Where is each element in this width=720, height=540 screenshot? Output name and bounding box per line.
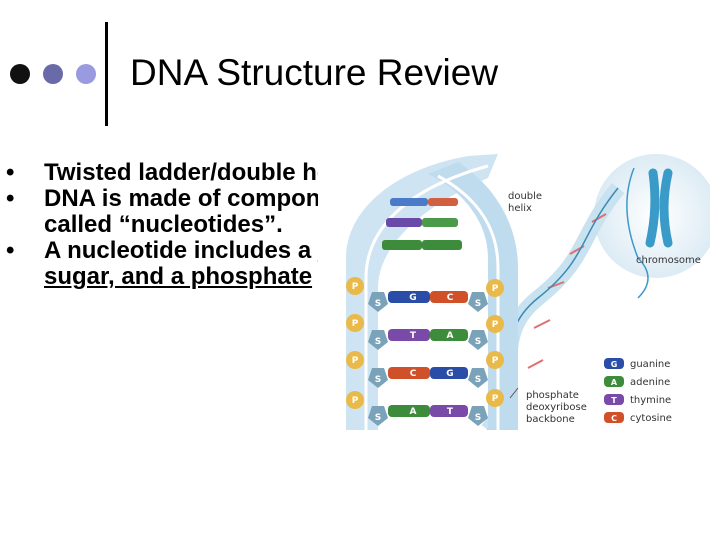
legend-adenine: adenine xyxy=(630,377,670,388)
svg-text:P: P xyxy=(492,284,499,294)
legend-swatch-cytosine xyxy=(604,412,624,423)
dna-diagram: P P P P P P P P S S S S S S S xyxy=(338,148,718,435)
base-c xyxy=(388,367,430,379)
bullet-text: DNA is made of components called “nucleo… xyxy=(44,185,318,238)
svg-text:G: G xyxy=(446,369,453,379)
phosphate-labels: P P P P P P P P xyxy=(352,282,499,406)
svg-text:T: T xyxy=(611,396,617,405)
bullet-list: • Twisted ladder/double helix • DNA is m… xyxy=(0,160,318,290)
upper-rungs xyxy=(382,198,462,250)
svg-text:C: C xyxy=(447,293,454,303)
svg-text:S: S xyxy=(475,413,481,423)
bullet-text-underlined: base, a sugar, and a phosphate xyxy=(44,238,318,290)
accent-dot-3 xyxy=(76,64,96,84)
legend-guanine: guanine xyxy=(630,359,670,370)
accent-dot-1 xyxy=(10,64,30,84)
svg-text:P: P xyxy=(492,394,499,404)
legend-swatch-adenine xyxy=(604,376,624,387)
svg-text:P: P xyxy=(492,356,499,366)
base-t xyxy=(388,329,430,341)
base-g xyxy=(430,367,468,379)
helix-outer-band xyxy=(346,154,498,430)
svg-text:S: S xyxy=(375,375,381,385)
svg-text:A: A xyxy=(611,378,618,387)
bullet-icon: • xyxy=(6,237,15,264)
base-pair-rungs xyxy=(388,291,468,417)
svg-text:S: S xyxy=(475,375,481,385)
label-backbone: backbone xyxy=(526,414,575,425)
svg-text:S: S xyxy=(375,299,381,309)
svg-text:G: G xyxy=(409,293,416,303)
bullet-text: Twisted ladder/double helix xyxy=(44,160,318,186)
label-chromosome: chromosome xyxy=(636,255,701,266)
bullet-text-area: • Twisted ladder/double helix • DNA is m… xyxy=(0,160,318,420)
phosphate-circles xyxy=(346,277,504,409)
label-phosphate: phosphate xyxy=(526,390,579,401)
svg-text:S: S xyxy=(375,413,381,423)
bullet-item: • A nucleotide includes a base, a sugar,… xyxy=(0,238,318,290)
sugar-pentagons xyxy=(368,292,488,426)
sugar-labels: S S S S S S S S xyxy=(375,299,481,423)
right-backbone xyxy=(437,174,500,430)
base-a xyxy=(388,405,430,417)
base-g xyxy=(388,291,430,303)
bullet-item: • Twisted ladder/double helix xyxy=(0,160,318,186)
svg-text:P: P xyxy=(352,356,359,366)
svg-text:A: A xyxy=(447,331,454,341)
svg-text:T: T xyxy=(447,407,454,417)
label-deoxyribose: deoxyribose xyxy=(526,402,587,413)
svg-text:S: S xyxy=(375,337,381,347)
svg-text:C: C xyxy=(611,414,617,423)
base-a xyxy=(430,329,468,341)
diagram-labels: double helix chromosome phosphate deoxyr… xyxy=(508,191,701,425)
slide-title: DNA Structure Review xyxy=(130,52,499,93)
legend-cytosine: cytosine xyxy=(630,413,672,424)
legend-thymine: thymine xyxy=(630,395,671,406)
legend-swatch-guanine xyxy=(604,358,624,369)
chromosome-icon xyxy=(626,167,673,299)
base-c xyxy=(430,291,468,303)
svg-text:S: S xyxy=(475,337,481,347)
base-legend: G A T C guanine adenine thymine cytosine xyxy=(604,358,672,424)
base-t xyxy=(430,405,468,417)
bullet-text-plain: A nucleotide includes a xyxy=(44,237,318,264)
bullet-icon: • xyxy=(6,185,15,212)
svg-text:P: P xyxy=(352,319,359,329)
svg-text:A: A xyxy=(410,407,417,417)
svg-text:P: P xyxy=(352,282,359,292)
left-backbone xyxy=(364,164,489,430)
backbone-pointer xyxy=(509,387,519,399)
svg-text:T: T xyxy=(410,331,417,341)
bullet-icon: • xyxy=(6,160,15,186)
svg-text:G: G xyxy=(611,360,618,369)
base-pair-labels: G C T A C G A T xyxy=(409,293,454,417)
accent-dot-2 xyxy=(43,64,63,84)
svg-text:C: C xyxy=(410,369,417,379)
bullet-item: • DNA is made of components called “nucl… xyxy=(0,186,318,238)
svg-text:S: S xyxy=(475,299,481,309)
label-helix: helix xyxy=(508,203,532,214)
label-double: double xyxy=(508,191,542,202)
dna-diagram-svg: P P P P P P P P S S S S S S S xyxy=(346,154,718,435)
svg-text:P: P xyxy=(352,396,359,406)
title-accent-dots xyxy=(10,64,100,88)
title-divider xyxy=(105,22,108,126)
legend-swatch-thymine xyxy=(604,394,624,405)
svg-text:P: P xyxy=(492,320,499,330)
